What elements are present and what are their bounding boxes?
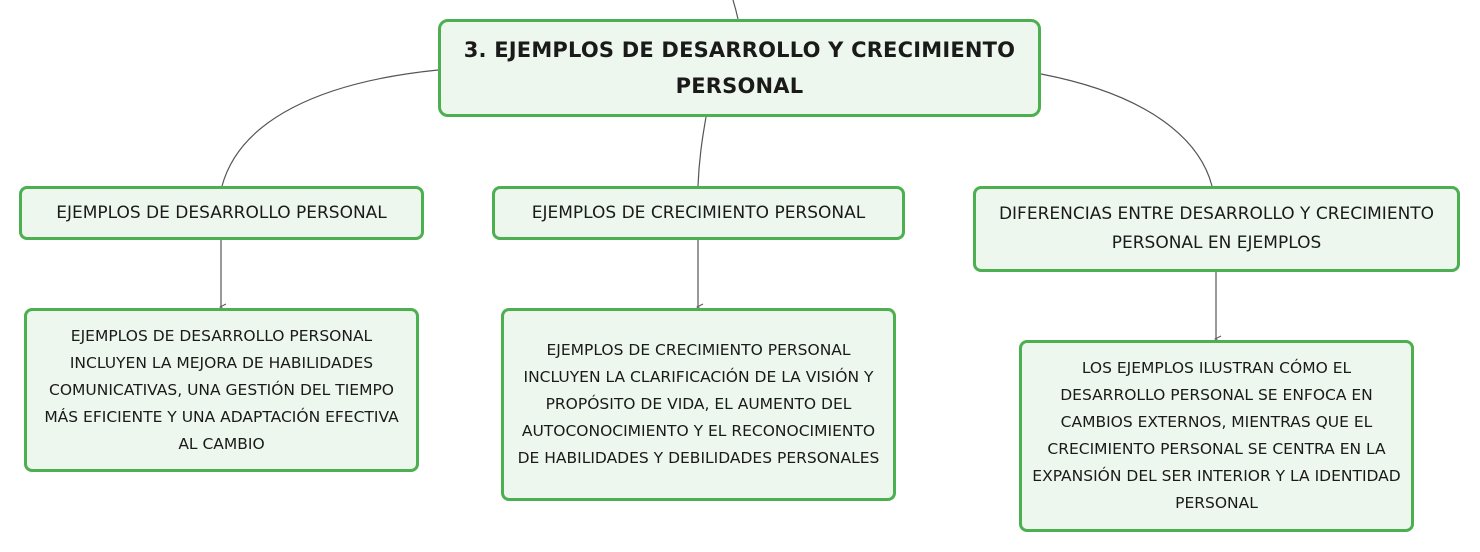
branch-node-desarrollo[interactable]: EJEMPLOS DE DESARROLLO PERSONAL bbox=[19, 186, 424, 240]
detail-text-diferencias: LOS EJEMPLOS ILUSTRAN CÓMO EL DESARROLLO… bbox=[1032, 359, 1401, 512]
connector-root-branch-1 bbox=[221, 69, 439, 187]
central-topic-label: 3. EJEMPLOS DE DESARROLLO Y CRECIMIENTO … bbox=[463, 38, 1016, 98]
detail-node-crecimiento[interactable]: EJEMPLOS DE CRECIMIENTO PERSONAL INCLUYE… bbox=[501, 308, 896, 501]
branch-label-crecimiento: EJEMPLOS DE CRECIMIENTO PERSONAL bbox=[531, 202, 866, 223]
central-topic-node[interactable]: 3. EJEMPLOS DE DESARROLLO Y CRECIMIENTO … bbox=[438, 19, 1041, 117]
branch-label-diferencias: DIFERENCIAS ENTRE DESARROLLO Y CRECIMIEN… bbox=[998, 204, 1435, 253]
connector-root-branch-2 bbox=[697, 116, 707, 187]
connector-root-branch-3 bbox=[1040, 73, 1213, 187]
detail-text-desarrollo: EJEMPLOS DE DESARROLLO PERSONAL INCLUYEN… bbox=[44, 326, 399, 453]
detail-text-crecimiento: EJEMPLOS DE CRECIMIENTO PERSONAL INCLUYE… bbox=[517, 341, 880, 467]
parent-connector bbox=[732, 0, 739, 20]
branch-label-desarrollo: EJEMPLOS DE DESARROLLO PERSONAL bbox=[56, 202, 387, 223]
branch-node-diferencias[interactable]: DIFERENCIAS ENTRE DESARROLLO Y CRECIMIEN… bbox=[973, 186, 1460, 272]
detail-node-desarrollo[interactable]: EJEMPLOS DE DESARROLLO PERSONAL INCLUYEN… bbox=[24, 308, 419, 472]
detail-node-diferencias[interactable]: LOS EJEMPLOS ILUSTRAN CÓMO EL DESARROLLO… bbox=[1019, 340, 1414, 532]
branch-node-crecimiento[interactable]: EJEMPLOS DE CRECIMIENTO PERSONAL bbox=[492, 186, 905, 240]
